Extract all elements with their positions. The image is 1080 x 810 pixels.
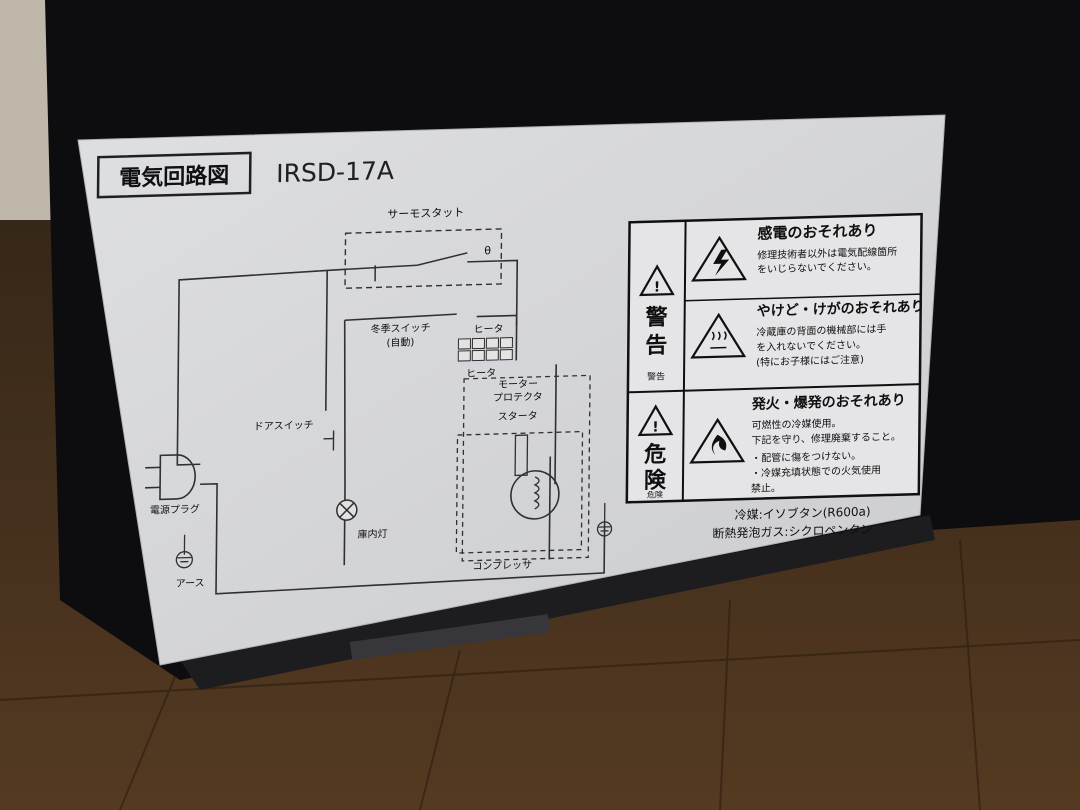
label-winter-switch-auto: (自動) (386, 335, 414, 349)
fridge-body (45, 0, 1080, 680)
fire-line4: ・冷媒充填状態での火気使用 (751, 463, 881, 480)
warning-label-text: 警告 (647, 370, 665, 383)
label-thermostat: サーモスタット (387, 206, 464, 221)
warning-divider-h (627, 383, 920, 394)
warning-divider-v (681, 220, 687, 501)
shock-icon (691, 235, 747, 282)
warning-char-1: 警 (645, 305, 668, 331)
foam-gas-text: 断熱発泡ガス:シクロペンタン (712, 521, 872, 540)
fridge-base (180, 515, 935, 690)
motor-coil (533, 476, 540, 510)
warning-label-group: ! 警 告 (638, 264, 675, 359)
fire-title: 発火・爆発のおそれあり (751, 392, 906, 413)
interior-light-symbol (336, 499, 358, 521)
power-plug-symbol (145, 454, 196, 501)
floor-planks (0, 539, 1080, 810)
danger-char-1: 危 (644, 441, 666, 468)
theta-mark: θ (484, 244, 491, 257)
label-title: 電気回路図 (119, 163, 229, 192)
svg-text:!: ! (652, 419, 659, 435)
door-switch (323, 430, 335, 451)
compressor-unit-box (461, 374, 591, 562)
label-earth: アース (176, 578, 205, 590)
fire-line2: 下記を守り、修理廃棄すること。 (751, 430, 901, 447)
label-interior-light: 庫内灯 (357, 527, 387, 541)
shock-title: 感電のおそれあり (757, 221, 877, 242)
earth-symbol (175, 534, 194, 569)
burn-title: やけど・けがのおそれあり (757, 298, 925, 320)
fire-icon (689, 417, 746, 464)
fire-line5: 禁止。 (751, 482, 781, 495)
fire-line3: ・配管に傷をつけない。 (751, 449, 861, 465)
label-compressor: コンプレッサ (472, 559, 532, 573)
compressor-ground (596, 502, 613, 537)
starter-element (514, 434, 529, 477)
label-motor: モーター (498, 378, 538, 391)
label-power-plug: 電源プラグ (150, 502, 200, 516)
label-protector: プロテクタ (493, 391, 543, 404)
label-heater-bottom: ヒータ (466, 367, 496, 380)
fire-line1: 可燃性の冷媒使用。 (751, 416, 841, 432)
label-content: 電気回路図 IRSD-17A サーモスタット θ 冬季スイッチ (96, 151, 925, 595)
danger-char-2: 険 (644, 468, 667, 494)
compressor-motor (510, 470, 560, 520)
label-winter-switch: 冬季スイッチ (371, 321, 431, 336)
refrigerant-text: 冷媒:イソブタン(R600a) (735, 503, 871, 522)
compressor-box (455, 430, 584, 554)
label-door-switch: ドアスイッチ (254, 419, 314, 433)
title-box (96, 151, 252, 199)
shock-line1: 修理技術者以外は電気配線箇所 (757, 245, 897, 262)
hot-surface-icon (690, 312, 747, 359)
warning-char-2: 告 (645, 333, 667, 359)
circuit-label-card (77, 114, 946, 666)
wood-floor (0, 220, 1080, 810)
burn-line1: 冷蔵庫の背面の機械部には手 (756, 322, 886, 339)
warning-divider-1 (684, 293, 921, 302)
heater-grid (457, 337, 513, 362)
danger-triangle-icon (637, 404, 674, 437)
svg-text:!: ! (654, 279, 661, 295)
thermostat-box (344, 228, 503, 289)
burn-line3: (特にお子様にはご注意) (756, 353, 864, 369)
wall-left (0, 0, 80, 230)
danger-label-text: 危険 (647, 489, 663, 499)
thermostat-switch (347, 252, 498, 282)
danger-label-group: ! 危 険 (637, 404, 674, 494)
warning-panel (625, 212, 923, 504)
model-number: IRSD-17A (276, 156, 394, 188)
burn-line2: を入れないでください。 (756, 339, 866, 354)
label-starter: スタータ (498, 410, 538, 423)
caution-triangle-icon (638, 264, 675, 297)
circuit-wires (176, 259, 606, 595)
fridge-foot (349, 614, 551, 660)
label-heater-top: ヒータ (474, 323, 504, 336)
shock-line2: をいじらないでください。 (757, 260, 877, 275)
